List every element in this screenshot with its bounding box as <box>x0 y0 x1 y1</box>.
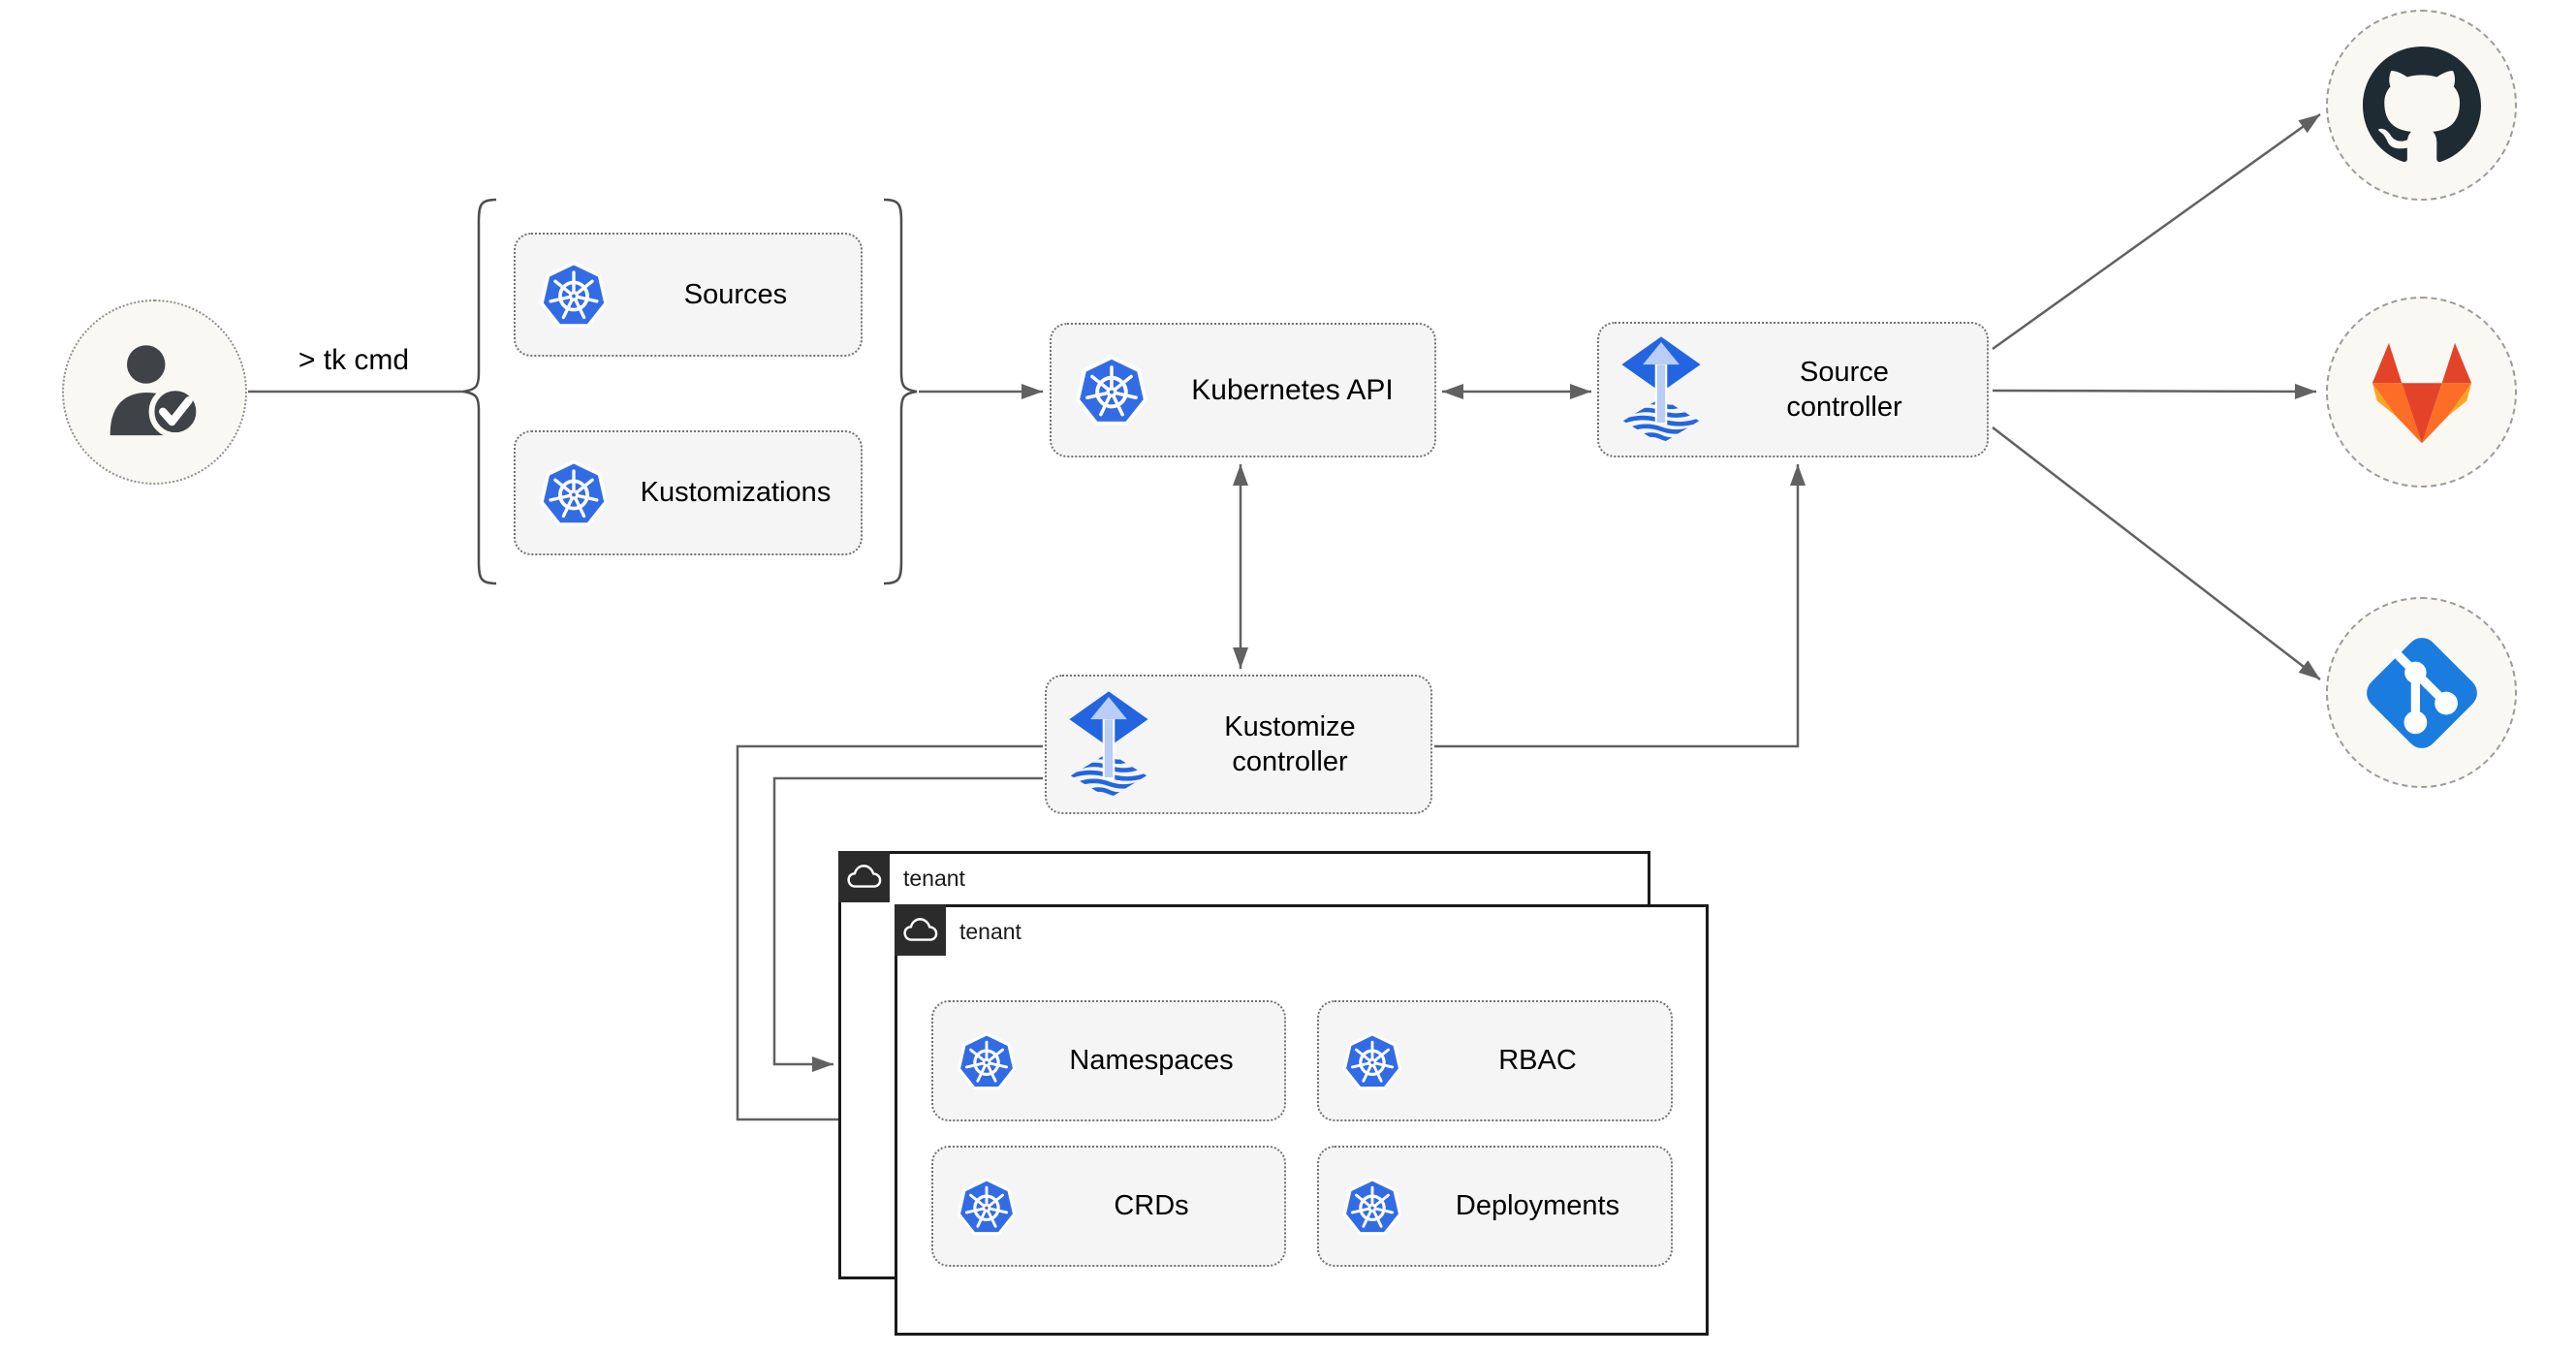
kubernetes-icon <box>537 457 611 529</box>
tk-cmd-label: > tk cmd <box>298 344 410 376</box>
namespaces-label: Namespaces <box>1069 1045 1234 1077</box>
kubernetes-icon <box>1340 1030 1404 1092</box>
tenant-tab <box>838 851 890 902</box>
edge-source-to-gitlab <box>1992 383 2317 399</box>
edge-source-to-git <box>1992 426 2321 680</box>
edge-kustomize-to-source <box>1434 464 1806 748</box>
deployments-label: Deployments <box>1455 1190 1620 1222</box>
crds-node: CRDs <box>931 1146 1286 1267</box>
sources-node: Sources <box>514 233 863 357</box>
crd-group-bracket-right <box>883 198 918 585</box>
tenant-label: tenant <box>959 919 1021 944</box>
cloud-icon <box>903 917 938 943</box>
crd-group-bracket-left <box>462 198 497 585</box>
tenant-tab <box>895 904 946 956</box>
crds-label: CRDs <box>1114 1190 1189 1222</box>
kubernetes-icon <box>1073 353 1150 428</box>
user-check-icon <box>99 336 211 449</box>
kubernetes-icon <box>955 1176 1019 1238</box>
tenant-label: tenant <box>903 866 965 891</box>
flux-icon <box>1068 690 1149 799</box>
kubernetes-api-label: Kubernetes API <box>1191 373 1394 406</box>
kubernetes-api-node: Kubernetes API <box>1050 323 1436 457</box>
kustomize-controller-label: Kustomize controller <box>1224 710 1356 777</box>
kubernetes-icon <box>955 1030 1019 1092</box>
user-node <box>62 299 247 485</box>
kubernetes-icon <box>1340 1176 1404 1238</box>
git-icon <box>2358 629 2486 757</box>
kustomizations-label: Kustomizations <box>640 477 832 509</box>
tenant-box-front: tenant Namespaces RBAC CRDs Deployments <box>895 904 1709 1336</box>
github-node <box>2326 10 2517 201</box>
edge-kustomize-to-front-tenant <box>736 744 1043 1127</box>
flux-icon <box>1620 335 1702 444</box>
sources-label: Sources <box>683 278 788 310</box>
kustomizations-node: Kustomizations <box>514 430 863 555</box>
rbac-node: RBAC <box>1317 1000 1673 1121</box>
gitlab-node <box>2326 297 2517 488</box>
edge-kustomize-to-back-tenant <box>772 776 1043 1072</box>
kubernetes-icon <box>537 259 611 331</box>
rbac-label: RBAC <box>1498 1045 1577 1077</box>
deployments-node: Deployments <box>1317 1146 1673 1267</box>
gitlab-icon <box>2363 338 2481 447</box>
cloud-icon <box>847 864 882 890</box>
source-controller-label: Source controller <box>1786 356 1902 423</box>
source-controller-node: Source controller <box>1597 322 1989 457</box>
github-icon <box>2363 47 2481 165</box>
namespaces-node: Namespaces <box>931 1000 1286 1121</box>
git-node <box>2326 597 2517 788</box>
edge-source-to-github <box>1992 112 2321 351</box>
kustomize-controller-node: Kustomize controller <box>1045 675 1432 814</box>
